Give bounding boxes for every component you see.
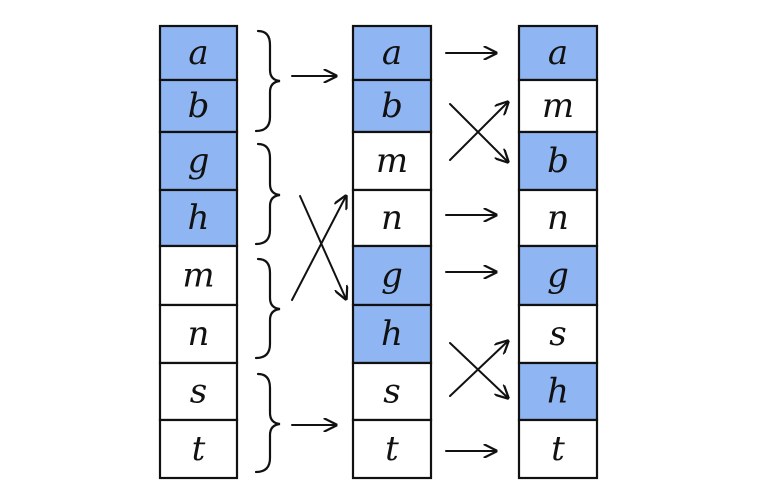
cell-right-t: t bbox=[517, 418, 599, 480]
cell-letter: m bbox=[542, 86, 574, 126]
cell-letter: m bbox=[182, 256, 214, 296]
cell-box bbox=[517, 130, 599, 192]
cell-left-g: g bbox=[158, 130, 239, 192]
cell-letter: b bbox=[381, 86, 403, 126]
cell-left-h: h bbox=[158, 188, 239, 248]
cell-letter: m bbox=[376, 141, 408, 181]
cell-letter: a bbox=[548, 33, 568, 73]
cell-letter: h bbox=[188, 198, 210, 238]
cell-letter: a bbox=[382, 33, 402, 73]
arrow-gh-down bbox=[299, 195, 346, 299]
cell-letter: b bbox=[188, 86, 210, 126]
cell-left-n: n bbox=[158, 303, 239, 365]
cell-middle-h: h bbox=[351, 303, 433, 365]
arrow-h-down bbox=[449, 342, 508, 398]
cell-middle-b: b bbox=[351, 78, 433, 134]
cell-middle-s: s bbox=[351, 361, 433, 422]
cell-right-s: s bbox=[517, 303, 599, 365]
cell-right-g: g bbox=[517, 244, 599, 307]
arrow-m-up bbox=[449, 102, 508, 161]
cell-right-m: m bbox=[517, 78, 599, 134]
brace-gh bbox=[254, 142, 281, 246]
cell-middle-a: a bbox=[351, 24, 433, 82]
cell-box bbox=[517, 244, 599, 307]
arrow-mn-up bbox=[291, 196, 346, 301]
cell-letter: b bbox=[547, 141, 569, 181]
cell-right-h: h bbox=[517, 361, 599, 422]
cell-box bbox=[158, 418, 239, 480]
cell-box bbox=[158, 24, 239, 82]
brace-ab bbox=[254, 29, 281, 133]
cell-left-a: a bbox=[158, 24, 239, 82]
cell-box bbox=[517, 361, 599, 422]
cell-middle-g: g bbox=[351, 244, 433, 307]
cell-middle-n: n bbox=[351, 188, 433, 248]
cell-box bbox=[351, 188, 433, 248]
cell-letter: g bbox=[547, 256, 569, 296]
cell-letter: h bbox=[547, 372, 569, 412]
cell-box bbox=[351, 78, 433, 134]
cell-box bbox=[158, 188, 239, 248]
brace-mn bbox=[254, 257, 281, 360]
cell-middle-m: m bbox=[351, 130, 433, 192]
brace-st bbox=[254, 372, 281, 474]
left-braces bbox=[254, 29, 281, 474]
cell-left-t: t bbox=[158, 418, 239, 480]
cell-left-m: m bbox=[158, 244, 239, 307]
cell-box bbox=[351, 303, 433, 365]
arrow-s-up bbox=[449, 341, 508, 397]
cell-box bbox=[517, 78, 599, 134]
cell-letter: g bbox=[188, 141, 210, 181]
cell-box bbox=[351, 130, 433, 192]
cell-letter: h bbox=[381, 314, 403, 354]
cell-letter: n bbox=[547, 198, 569, 238]
cell-letter: s bbox=[383, 372, 400, 412]
cell-middle-t: t bbox=[351, 418, 433, 480]
cell-box bbox=[351, 418, 433, 480]
cell-letter: t bbox=[192, 429, 206, 469]
cell-box bbox=[158, 303, 239, 365]
cell-letter: s bbox=[190, 372, 207, 412]
cell-letter: n bbox=[381, 198, 403, 238]
cell-box bbox=[517, 303, 599, 365]
cell-box bbox=[517, 418, 599, 480]
cell-left-s: s bbox=[158, 361, 239, 422]
middle-to-right-arrows bbox=[445, 53, 508, 451]
cell-box bbox=[517, 24, 599, 82]
cell-left-b: b bbox=[158, 78, 239, 134]
left-to-middle-arrows bbox=[291, 76, 346, 425]
cell-right-n: n bbox=[517, 188, 599, 248]
cell-letter: a bbox=[188, 33, 208, 73]
cell-right-b: b bbox=[517, 130, 599, 192]
cell-letter: n bbox=[188, 314, 210, 354]
cell-letter: t bbox=[385, 429, 399, 469]
cell-box bbox=[517, 188, 599, 248]
arrow-b-down bbox=[449, 103, 508, 162]
cell-letter: g bbox=[381, 256, 403, 296]
cell-right-a: a bbox=[517, 24, 599, 82]
cell-letter: t bbox=[551, 429, 565, 469]
cell-letter: s bbox=[549, 314, 566, 354]
